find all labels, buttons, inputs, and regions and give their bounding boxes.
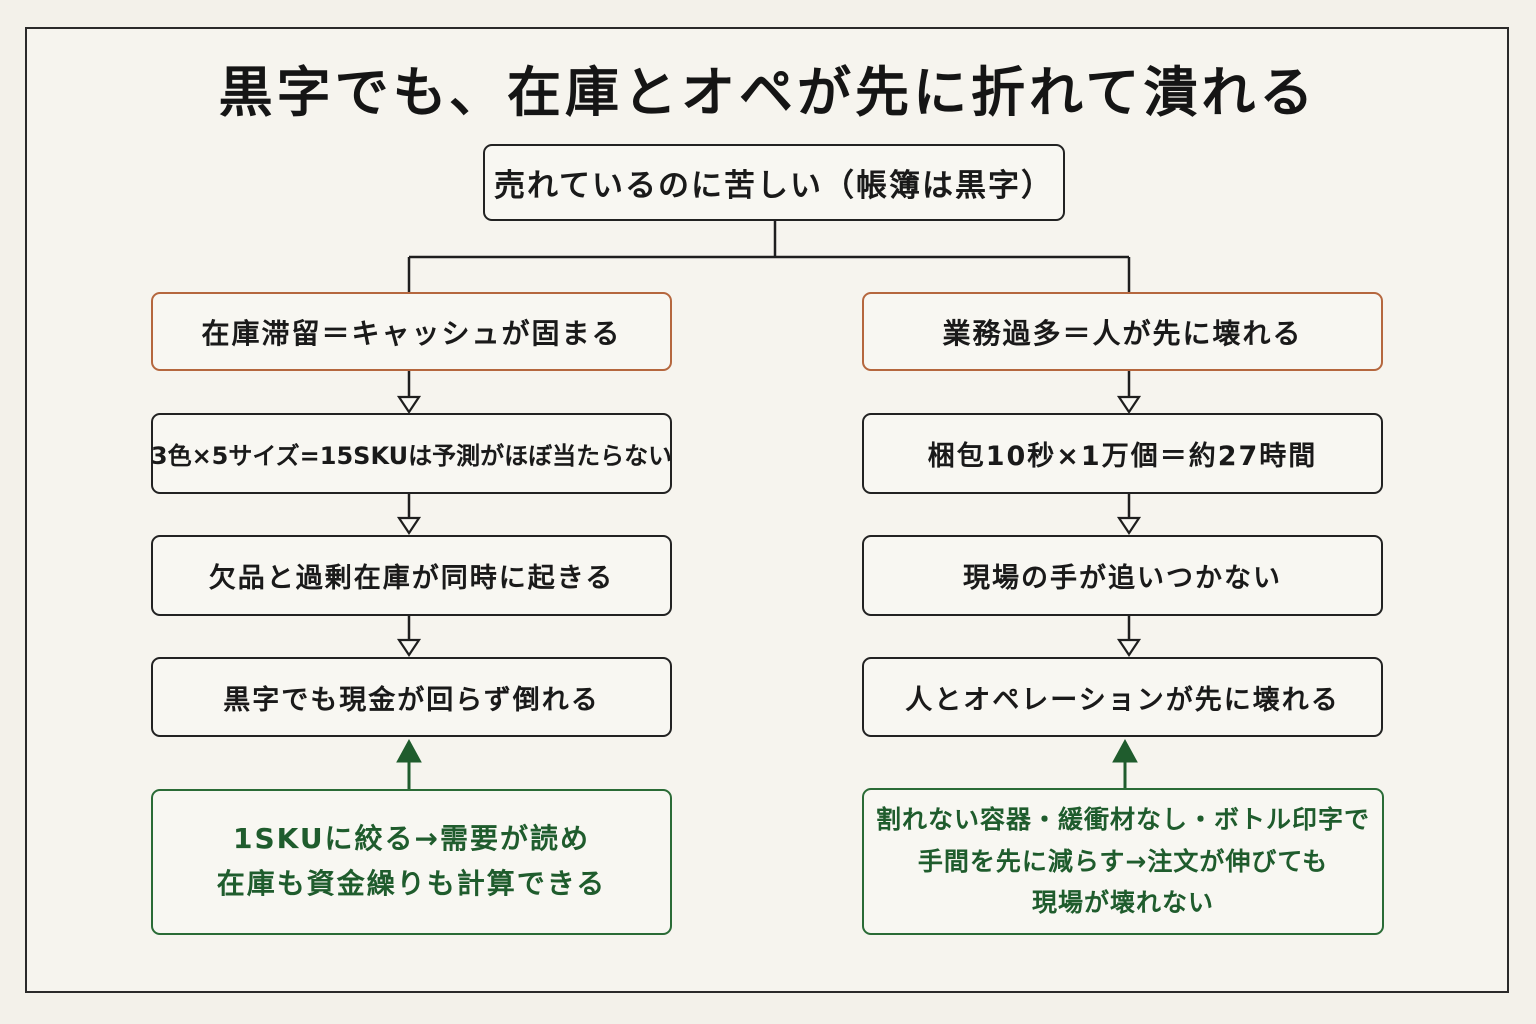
- left-arrowhead-3: [396, 638, 422, 657]
- root-connector: [407, 220, 1131, 294]
- left-solution-line-1: 1SKUに絞る→需要が読め: [232, 822, 591, 856]
- right-solution-line-2: 手間を先に減らす→注文が伸びても: [917, 846, 1329, 876]
- right-step-1-box: 梱包10秒×1万個＝約27時間: [862, 413, 1383, 494]
- left-step-2-label: 欠品と過剰在庫が同時に起きる: [208, 563, 615, 594]
- right-solution-box: 割れない容器・緩衝材なし・ボトル印字で 手間を先に減らす→注文が伸びても 現場が…: [862, 788, 1384, 935]
- right-up-arrowhead: [1112, 738, 1138, 763]
- left-head-label: 在庫滞留＝キャッシュが固まる: [201, 316, 622, 350]
- right-arrowhead-3: [1116, 638, 1142, 657]
- right-step-2-box: 現場の手が追いつかない: [862, 535, 1383, 616]
- left-arrowhead-2: [396, 516, 422, 535]
- left-step-1-label: 3色×5サイズ=15SKUは予測がほぼ当たらない: [150, 442, 673, 470]
- right-solution-line-1: 割れない容器・緩衝材なし・ボトル印字で: [875, 805, 1370, 835]
- left-head-box: 在庫滞留＝キャッシュが固まる: [151, 292, 672, 371]
- left-up-arrowhead: [396, 738, 422, 763]
- left-arrowhead-1: [396, 395, 422, 414]
- left-step-2-box: 欠品と過剰在庫が同時に起きる: [151, 535, 672, 616]
- right-step-3-label: 人とオペレーションが先に壊れる: [905, 684, 1340, 716]
- right-arrowhead-1: [1116, 395, 1142, 414]
- right-step-1-label: 梱包10秒×1万個＝約27時間: [927, 441, 1318, 472]
- right-step-3-box: 人とオペレーションが先に壊れる: [862, 657, 1383, 737]
- left-step-3-box: 黒字でも現金が回らず倒れる: [151, 657, 672, 737]
- left-solution-box: 1SKUに絞る→需要が読め 在庫も資金繰りも計算できる: [151, 789, 672, 935]
- right-solution-line-3: 現場が壊れない: [1031, 888, 1214, 918]
- right-head-label: 業務過多＝人が先に壊れる: [942, 316, 1303, 350]
- right-step-2-label: 現場の手が追いつかない: [963, 563, 1282, 594]
- left-step-1-box: 3色×5サイズ=15SKUは予測がほぼ当たらない: [151, 413, 672, 494]
- diagram-title: 黒字でも、在庫とオペが先に折れて潰れる: [218, 60, 1318, 124]
- right-head-box: 業務過多＝人が先に壊れる: [862, 292, 1383, 371]
- root-box: 売れているのに苦しい（帳簿は黒字）: [483, 144, 1065, 221]
- root-label: 売れているのに苦しい（帳簿は黒字）: [493, 168, 1055, 204]
- left-solution-line-2: 在庫も資金繰りも計算できる: [216, 867, 607, 900]
- left-step-3-label: 黒字でも現金が回らず倒れる: [223, 684, 600, 716]
- right-arrowhead-2: [1116, 516, 1142, 535]
